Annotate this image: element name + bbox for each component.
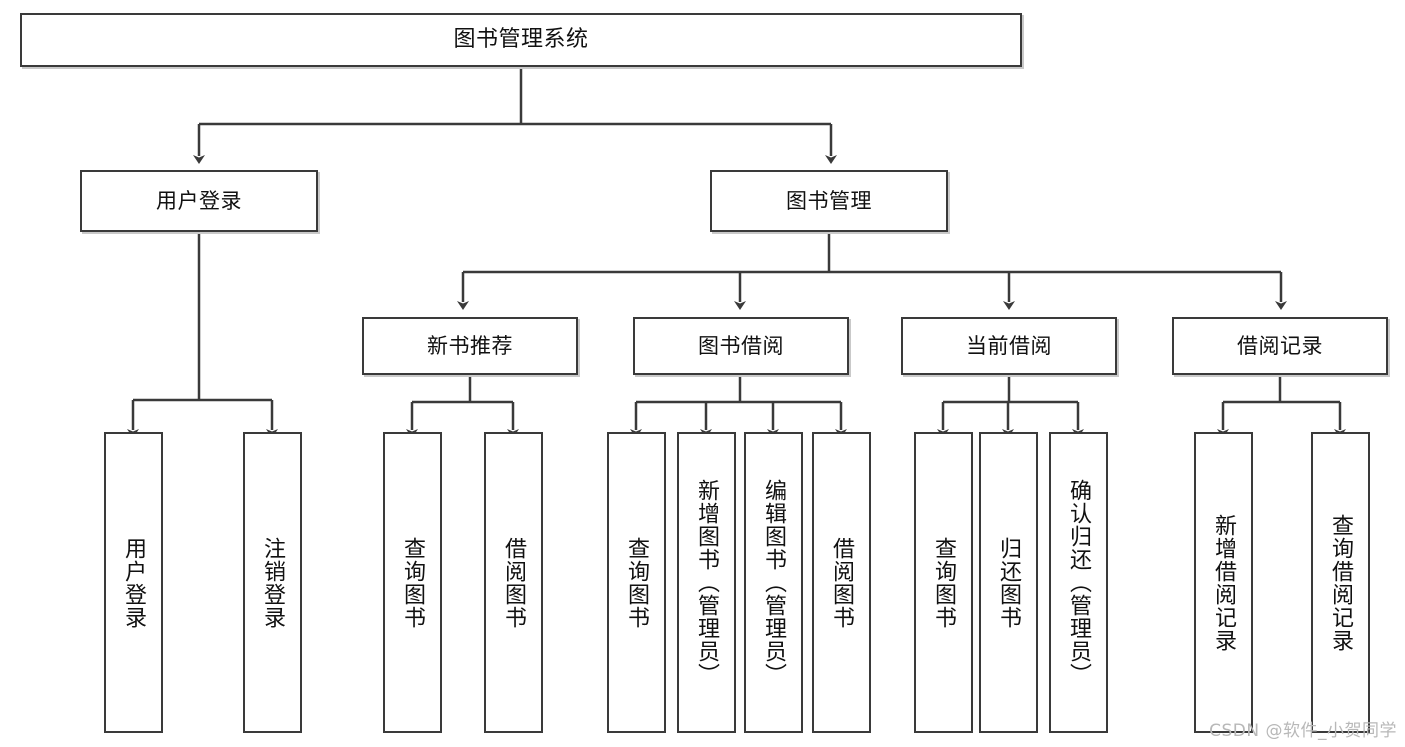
leaf-book-borrow-borrow-book[interactable]: 借阅图书: [812, 432, 871, 733]
leaf-label: 注销登录: [260, 536, 286, 629]
leaf-label: 新增借阅记录: [1211, 513, 1237, 652]
node-root-label: 图书管理系统: [453, 27, 589, 53]
node-root[interactable]: 图书管理系统: [20, 13, 1022, 67]
leaf-label: 借阅图书: [501, 536, 527, 629]
node-new-book-recommend-label: 新书推荐: [427, 333, 513, 358]
node-user-login[interactable]: 用户登录: [80, 170, 318, 232]
node-new-book-recommend[interactable]: 新书推荐: [362, 317, 578, 375]
node-book-borrow[interactable]: 图书借阅: [633, 317, 849, 375]
leaf-label: 查询图书: [400, 536, 426, 629]
node-borrow-record-label: 借阅记录: [1237, 333, 1323, 358]
node-user-login-label: 用户登录: [156, 188, 242, 213]
leaf-label: 确认归还（管理员）: [1066, 479, 1092, 686]
leaf-label: 查询图书: [624, 536, 650, 629]
leaf-label: 借阅图书: [829, 536, 855, 629]
leaf-borrow-record-add-record[interactable]: 新增借阅记录: [1194, 432, 1253, 733]
leaf-current-borrow-return-book[interactable]: 归还图书: [979, 432, 1038, 733]
leaf-borrow-record-query-record[interactable]: 查询借阅记录: [1311, 432, 1370, 733]
leaf-book-borrow-add-book[interactable]: 新增图书（管理员）: [677, 432, 736, 733]
csdn-watermark: CSDN @软件_小贺同学: [1209, 721, 1397, 741]
leaf-current-borrow-query-book[interactable]: 查询图书: [914, 432, 973, 733]
leaf-label: 归还图书: [996, 536, 1022, 629]
leaf-new-book-borrow-book[interactable]: 借阅图书: [484, 432, 543, 733]
leaf-label: 查询借阅记录: [1328, 513, 1354, 652]
leaf-label: 新增图书（管理员）: [694, 479, 720, 686]
node-current-borrow-label: 当前借阅: [966, 333, 1052, 358]
leaf-label: 编辑图书（管理员）: [761, 479, 787, 686]
leaf-label: 查询图书: [931, 536, 957, 629]
node-book-management-label: 图书管理: [786, 188, 872, 213]
leaf-label: 用户登录: [121, 536, 147, 629]
leaf-book-borrow-query-book[interactable]: 查询图书: [607, 432, 666, 733]
node-borrow-record[interactable]: 借阅记录: [1172, 317, 1388, 375]
node-book-management[interactable]: 图书管理: [710, 170, 948, 232]
leaf-book-borrow-edit-book[interactable]: 编辑图书（管理员）: [744, 432, 803, 733]
leaf-user-login-logout[interactable]: 注销登录: [243, 432, 302, 733]
leaf-current-borrow-confirm-return[interactable]: 确认归还（管理员）: [1049, 432, 1108, 733]
leaf-new-book-query-book[interactable]: 查询图书: [383, 432, 442, 733]
leaf-user-login-login[interactable]: 用户登录: [104, 432, 163, 733]
node-current-borrow[interactable]: 当前借阅: [901, 317, 1117, 375]
node-book-borrow-label: 图书借阅: [698, 333, 784, 358]
